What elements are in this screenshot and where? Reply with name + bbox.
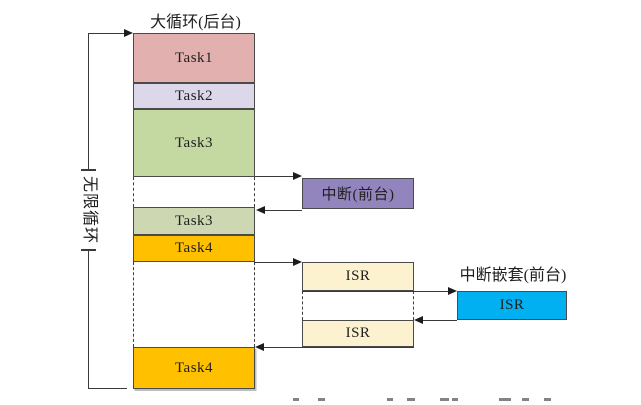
caption-fragment bbox=[293, 398, 299, 401]
loop-tick-top bbox=[81, 169, 96, 171]
nested-interrupt-title: 中断嵌套(前台) bbox=[459, 267, 567, 284]
loop-line-lower bbox=[88, 251, 89, 389]
task4-box-first: Task4 bbox=[133, 235, 255, 262]
loop-bottom-line bbox=[88, 388, 127, 389]
arrow-nested-return-head-icon bbox=[414, 316, 423, 324]
gap1-dashed-right bbox=[254, 177, 255, 207]
caption-fragment bbox=[544, 398, 551, 401]
arrow-isr-return-line bbox=[263, 347, 414, 348]
task3-label: Task3 bbox=[174, 212, 214, 229]
arrow-interrupt-return-head-icon bbox=[256, 206, 265, 214]
gap2-dashed-right bbox=[254, 262, 255, 347]
caption-fragment bbox=[522, 398, 529, 401]
gap2-dashed-left bbox=[133, 262, 134, 347]
loop-line-upper bbox=[88, 33, 89, 169]
isr-label: ISR bbox=[345, 325, 371, 341]
infinite-loop-label: 无限循环 bbox=[81, 175, 98, 244]
arrow-interrupt-return-line bbox=[264, 210, 302, 211]
arrow-isr-return-head-icon bbox=[255, 343, 264, 351]
task1-label: Task1 bbox=[174, 49, 214, 66]
caption-fragment bbox=[499, 398, 511, 401]
loop-top-arrowhead-icon bbox=[124, 29, 133, 37]
isr-gap-dashed-right bbox=[413, 291, 414, 320]
caption-fragment bbox=[440, 398, 449, 401]
task2-box: Task2 bbox=[133, 83, 255, 109]
task4-label: Task4 bbox=[174, 240, 214, 256]
task4-label: Task4 bbox=[174, 359, 214, 376]
nested-isr-label: ISR bbox=[499, 297, 525, 313]
task3-box-second: Task3 bbox=[133, 207, 255, 235]
task2-label: Task2 bbox=[174, 87, 214, 104]
arrow-task3-to-interrupt-head-icon bbox=[293, 172, 302, 180]
task3-box-first: Task3 bbox=[133, 109, 255, 177]
caption-fragment bbox=[407, 398, 415, 401]
isr-label: ISR bbox=[345, 268, 371, 284]
arrow-isr-to-nested-head-icon bbox=[448, 287, 457, 295]
interrupt-box: 中断(前台) bbox=[302, 178, 414, 209]
isr-box-second: ISR bbox=[302, 320, 414, 347]
loop-top-arrow-line bbox=[88, 33, 126, 34]
isr-gap-dashed-left bbox=[302, 291, 303, 320]
caption-fragment bbox=[318, 398, 325, 401]
caption-fragment bbox=[452, 398, 458, 401]
gap1-dashed-left bbox=[133, 177, 134, 207]
task4-box-bottom: Task4 bbox=[133, 347, 255, 389]
loop-tick-bottom bbox=[81, 249, 96, 251]
arrow-task4-to-isr-line bbox=[255, 262, 295, 263]
isr-box-first: ISR bbox=[302, 262, 414, 291]
interrupt-label: 中断(前台) bbox=[321, 187, 395, 203]
task1-box: Task1 bbox=[133, 33, 255, 83]
arrow-task4-to-isr-head-icon bbox=[293, 258, 302, 266]
arrow-nested-return-line bbox=[422, 320, 457, 321]
caption-fragment bbox=[387, 398, 393, 401]
big-loop-title: 大循环(后台) bbox=[150, 14, 241, 31]
arrow-task3-to-interrupt-line bbox=[255, 176, 295, 177]
nested-isr-box: ISR bbox=[457, 291, 567, 320]
task3-label: Task3 bbox=[174, 134, 214, 151]
arrow-isr-to-nested-line bbox=[302, 291, 449, 292]
